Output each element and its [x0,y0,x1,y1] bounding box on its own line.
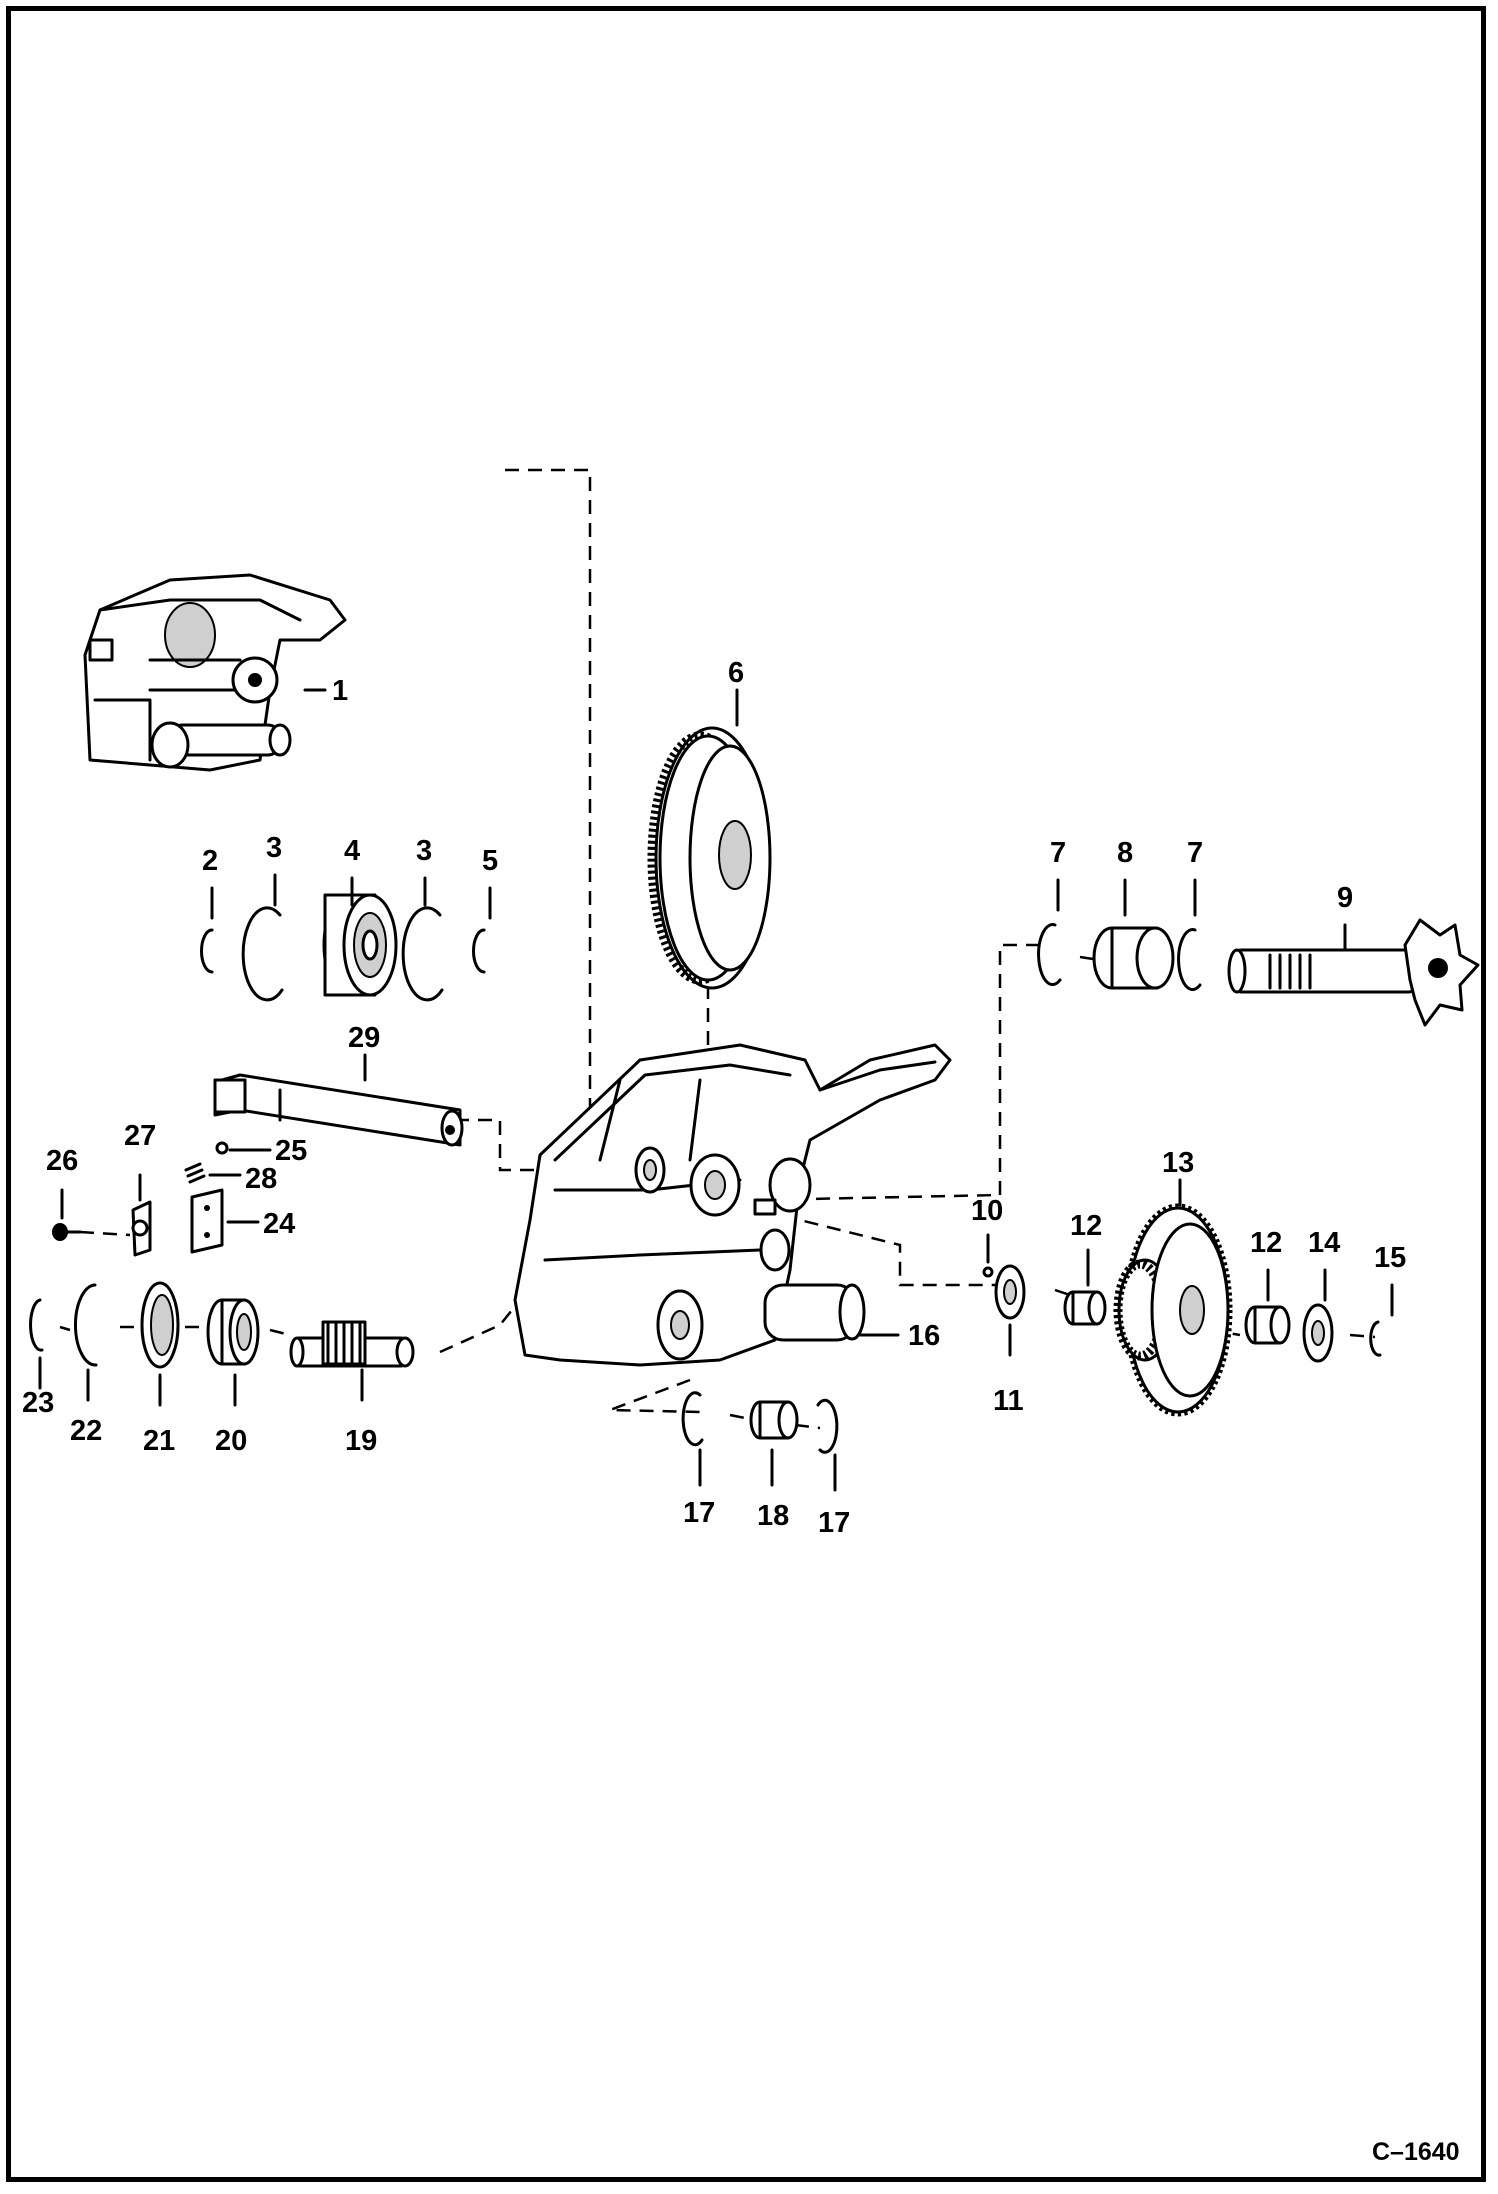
assembly-guide-lines [59,468,1376,1430]
drive-housing [513,1043,952,1367]
bearing-part-20 [206,1298,260,1366]
cluster-gear-part-13 [1113,1203,1233,1417]
callout-22: 22 [70,1415,102,1447]
callout-15: 15 [1374,1242,1406,1274]
left-shaft-group [52,1073,464,1257]
ring-part-22 [74,1283,98,1367]
bushing-part-12b [1244,1305,1291,1345]
callout-13: 13 [1162,1147,1194,1179]
snap-ring-part-17a [681,1391,704,1447]
callout-20: 20 [215,1425,247,1457]
washer-part-14 [1302,1303,1334,1363]
bracket-part-27 [131,1200,152,1257]
bushing-part-12a [1063,1290,1107,1326]
bushing-part-18 [749,1400,799,1440]
callout-7: 7 [1050,837,1066,869]
callout-2: 2 [202,845,218,877]
callout-19: 19 [345,1425,377,1457]
assembly-overview-thumbnail [83,573,347,772]
callout-21: 21 [143,1425,175,1457]
spring-part-28 [184,1162,206,1184]
ring-part-3b [401,906,444,1002]
callout-3: 3 [416,835,432,867]
callout-1: 1 [332,675,348,707]
callout-26: 26 [46,1145,78,1177]
callout-25: 25 [275,1135,307,1167]
callout-14: 14 [1308,1227,1340,1259]
callout-4: 4 [344,835,360,867]
callout-29: 29 [348,1022,380,1054]
callout-24: 24 [263,1208,295,1240]
callout-labels: 1 2 3 4 3 5 6 7 8 7 9 29 25 27 26 28 24 … [22,657,1406,1539]
callout-23: 23 [22,1387,54,1419]
callout-3: 3 [266,832,282,864]
callout-7: 7 [1187,837,1203,869]
plate-part-24 [190,1188,224,1254]
callout-leader-lines [38,688,1394,1492]
upper-right-shaft-stack [1037,918,1480,1027]
snap-ring-part-2 [200,928,214,974]
callout-28: 28 [245,1163,277,1195]
figure-number: C–1640 [1372,2138,1460,2166]
lower-right-gear-stack [982,1203,1382,1417]
ring-part-3a [241,906,284,1002]
sprocket-shaft-part-9 [1227,918,1480,1027]
callout-6: 6 [728,657,744,689]
callout-16: 16 [908,1320,940,1352]
snap-ring-part-23 [29,1298,44,1352]
ball-part-10 [982,1266,994,1278]
bearing-part-4 [322,893,398,997]
callout-27: 27 [124,1120,156,1152]
callout-18: 18 [757,1500,789,1532]
washer-part-11 [994,1264,1026,1320]
ball-part-25 [215,1141,229,1155]
snap-ring-part-17b [816,1398,839,1454]
pinion-shaft-part-19 [289,1320,415,1368]
lower-left-shaft-stack [29,1281,415,1369]
large-gear-part-6 [647,726,772,990]
callout-5: 5 [482,845,498,877]
screw-part-26 [52,1223,82,1241]
callout-12: 12 [1250,1227,1282,1259]
callout-10: 10 [971,1195,1003,1227]
callout-17: 17 [818,1507,850,1539]
upper-left-bearing-stack [200,893,486,1002]
snap-ring-part-7a [1037,923,1062,987]
callout-12: 12 [1070,1210,1102,1242]
seal-part-21 [140,1281,180,1369]
snap-ring-part-15 [1369,1320,1382,1357]
shaft-part-29 [213,1073,464,1147]
callout-17: 17 [683,1497,715,1529]
callout-8: 8 [1117,837,1133,869]
snap-ring-part-5 [472,928,486,974]
callout-9: 9 [1337,882,1353,914]
bottom-center-bushing-stack [681,1391,839,1454]
bushing-part-8 [1092,926,1175,990]
callout-11: 11 [993,1385,1024,1417]
snap-ring-part-7b [1177,928,1202,992]
